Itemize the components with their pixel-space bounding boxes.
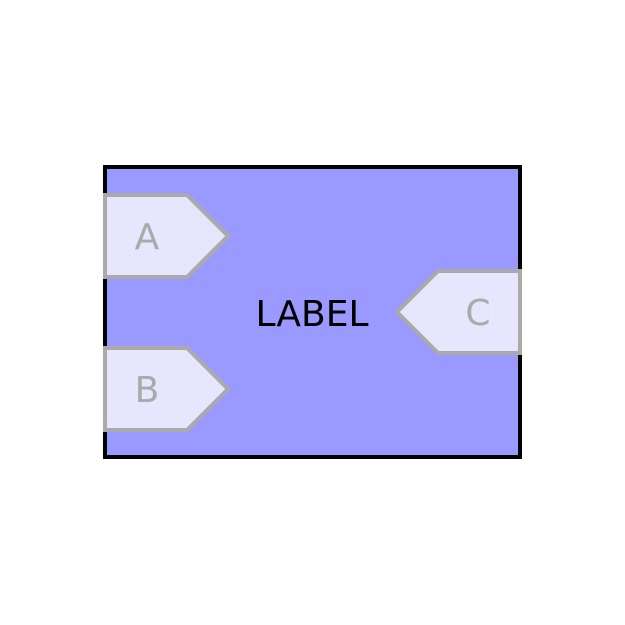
port-a-shape: [103, 193, 231, 279]
port-c-shape: [394, 269, 522, 355]
port-b-shape: [103, 346, 231, 432]
port-a[interactable]: A: [103, 193, 231, 279]
port-a-label: A: [135, 217, 160, 258]
block-label: LABEL: [255, 294, 368, 335]
port-b-label: B: [135, 370, 160, 411]
port-c-label: C: [465, 293, 490, 334]
port-b[interactable]: B: [103, 346, 231, 432]
port-c[interactable]: C: [394, 269, 522, 355]
